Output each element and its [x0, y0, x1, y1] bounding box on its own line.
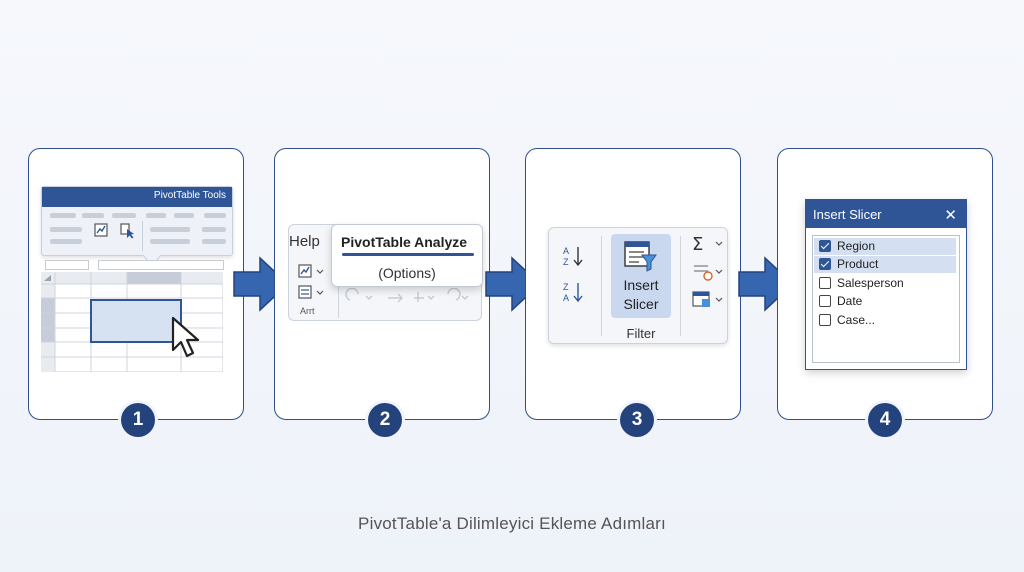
- pivottable-analyze-tab[interactable]: PivotTable Analyze: [341, 234, 468, 250]
- checkbox-unchecked[interactable]: [819, 295, 831, 307]
- svg-text:Z: Z: [563, 282, 569, 292]
- field-item-date[interactable]: Date: [814, 293, 956, 310]
- ribbon-title: PivotTable Tools: [153, 190, 226, 201]
- pivot-table-icon[interactable]: [692, 290, 726, 310]
- pivot-chart-icon[interactable]: [94, 223, 108, 237]
- svg-text:Σ: Σ: [692, 234, 703, 254]
- mouse-pointer-icon: [171, 316, 200, 358]
- name-box[interactable]: [45, 260, 89, 270]
- field-item-product[interactable]: Product: [814, 256, 956, 273]
- help-tab[interactable]: Help: [289, 233, 320, 250]
- sort-a-to-z-icon[interactable]: A Z: [562, 244, 588, 268]
- field-list-icon[interactable]: [298, 285, 326, 301]
- pivottable-tools-ribbon: PivotTable Tools: [41, 186, 233, 256]
- close-icon[interactable]: ✕: [944, 207, 957, 224]
- checkbox-unchecked[interactable]: [819, 277, 831, 289]
- autosum-icon[interactable]: Σ: [692, 234, 726, 254]
- field-item-region[interactable]: Region: [814, 238, 956, 255]
- svg-text:A: A: [563, 246, 569, 256]
- pivot-chart-icon[interactable]: [298, 264, 326, 280]
- analyze-tab-popup: PivotTable Analyze (Options): [331, 224, 483, 287]
- faded-ribbon-icons: [345, 288, 469, 303]
- step-3-badge: 3: [620, 403, 654, 437]
- svg-text:A: A: [563, 293, 569, 303]
- checkbox-checked[interactable]: [819, 240, 831, 252]
- dialog-title-bar: Insert Slicer ✕: [806, 200, 966, 228]
- select-cursor-icon[interactable]: [120, 223, 136, 239]
- formula-bar[interactable]: [98, 260, 224, 270]
- step-4-badge: 4: [868, 403, 902, 437]
- options-menu-item[interactable]: (Options): [378, 265, 436, 281]
- insert-slicer-label: Insert Slicer: [623, 277, 659, 312]
- ribbon-group-label: Arrt: [300, 306, 315, 316]
- field-item-salesperson[interactable]: Salesperson: [814, 275, 956, 292]
- filter-group-label: Filter: [626, 326, 656, 341]
- checkbox-unchecked[interactable]: [819, 314, 831, 326]
- slicer-filter-icon: [624, 241, 657, 272]
- step-2-badge: 2: [368, 403, 402, 437]
- step-1-badge: 1: [121, 403, 155, 437]
- dialog-title: Insert Slicer: [813, 207, 882, 222]
- diagram-caption: PivotTable'a Dilimleyici Ekleme Adımları: [358, 514, 666, 533]
- active-tab-underline: [342, 253, 474, 256]
- field-item-case[interactable]: Case...: [814, 312, 956, 329]
- selected-range: [90, 299, 182, 343]
- sort-z-to-a-icon[interactable]: Z A: [562, 280, 588, 304]
- clear-filter-icon[interactable]: [692, 262, 726, 282]
- spreadsheet-grid: [41, 272, 223, 372]
- ribbon-title-bar: PivotTable Tools: [42, 187, 232, 207]
- checkbox-checked[interactable]: [819, 258, 831, 270]
- svg-text:Z: Z: [563, 257, 569, 267]
